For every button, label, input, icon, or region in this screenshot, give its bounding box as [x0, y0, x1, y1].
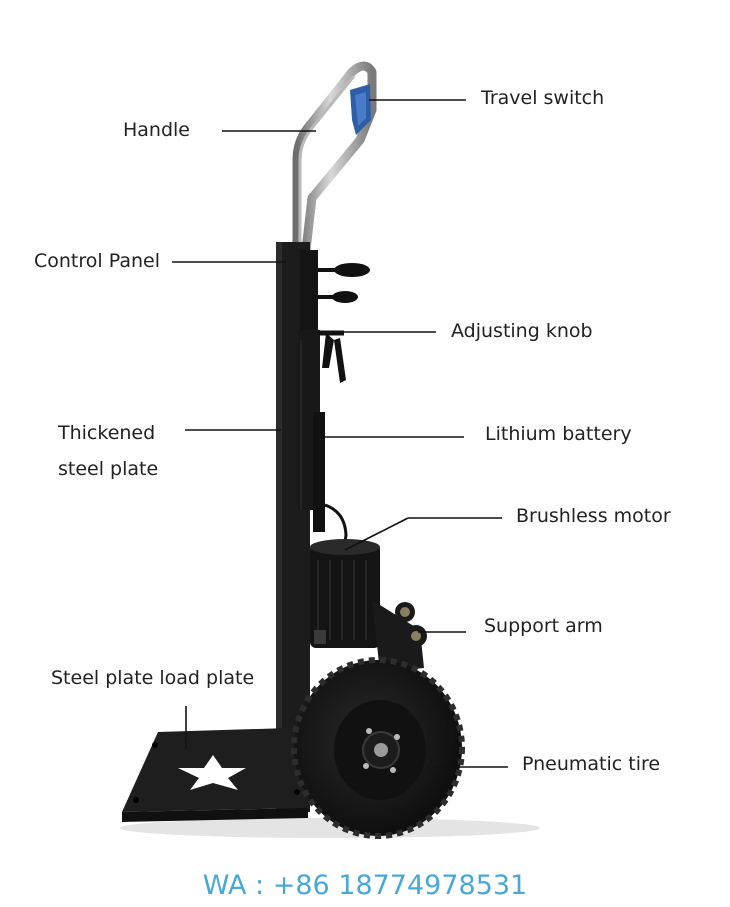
handle-frame [292, 61, 377, 255]
adjusting-knob [318, 330, 346, 383]
label-lithium-battery: Lithium battery [485, 423, 632, 445]
brushless-motor [310, 539, 380, 648]
label-adjusting-knob: Adjusting knob [451, 320, 593, 342]
label-brushless-motor: Brushless motor [516, 505, 671, 527]
pneumatic-tire [291, 657, 465, 839]
label-thickened-steel-plate-line1: Thickened [58, 422, 156, 444]
lithium-battery [313, 412, 348, 551]
label-travel-switch: Travel switch [481, 87, 605, 109]
label-thickened-steel-plate: Thickened steel plate [58, 415, 218, 487]
label-thickened-steel-plate-line2: steel plate [58, 458, 159, 480]
control-knobs [318, 263, 370, 303]
label-steel-plate-load-plate: Steel plate load plate [51, 667, 255, 689]
label-support-arm: Support arm [484, 615, 603, 637]
travel-switch-grip [350, 84, 371, 135]
contact-whatsapp-number: WA : +86 18774978531 [202, 870, 528, 901]
support-arm [372, 600, 427, 672]
leader-lines [172, 99, 508, 768]
label-control-panel: Control Panel [34, 250, 160, 272]
label-pneumatic-tire: Pneumatic tire [522, 753, 661, 775]
label-handle: Handle [123, 119, 191, 141]
steel-load-plate [122, 728, 308, 822]
floor-shadow [120, 818, 540, 838]
leader-brushless-motor [344, 517, 409, 551]
